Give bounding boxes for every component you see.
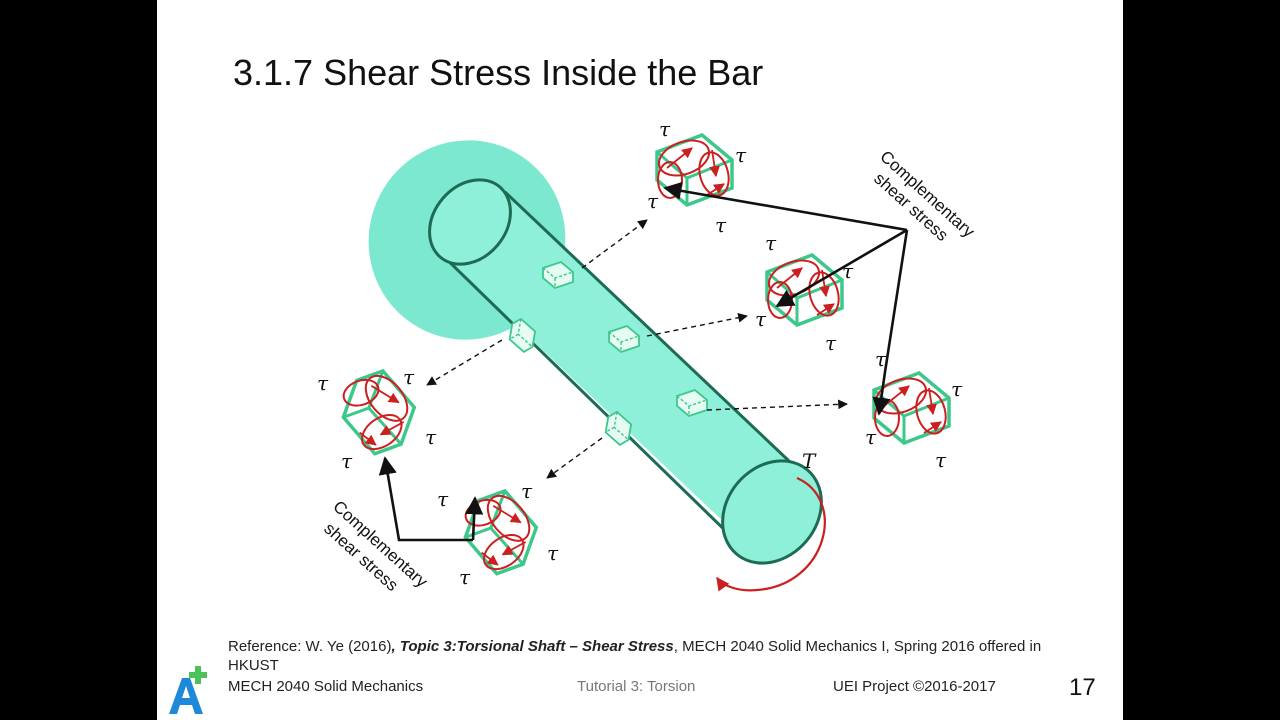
tau-label: τ bbox=[935, 448, 947, 472]
shaft-end-face bbox=[721, 459, 823, 565]
page-number: 17 bbox=[1069, 674, 1096, 701]
tau-label: τ bbox=[755, 307, 767, 331]
reference-suffix: , MECH 2040 Solid Mechanics I, Spring 20… bbox=[228, 638, 1042, 674]
torque-symbol: T bbox=[802, 449, 817, 473]
tau-label: τ bbox=[842, 259, 854, 283]
tau-label: τ bbox=[459, 565, 471, 589]
slide-title: 3.1.7 Shear Stress Inside the Bar bbox=[233, 52, 764, 93]
a-plus-logo-icon bbox=[169, 666, 207, 714]
tau-label: τ bbox=[735, 143, 747, 167]
reference-comma: , bbox=[391, 638, 400, 655]
tau-label: τ bbox=[647, 189, 659, 213]
dashed-arrows bbox=[426, 219, 848, 479]
tau-label: τ bbox=[765, 231, 777, 255]
tau-label: τ bbox=[437, 487, 449, 511]
torsion-diagram: T τ τ τ τ τ τ τ τ τ τ τ τ τ τ τ τ τ τ τ … bbox=[317, 117, 979, 595]
tau-label: τ bbox=[865, 425, 877, 449]
tau-label: τ bbox=[547, 541, 559, 565]
complementary-leader-lines bbox=[378, 181, 909, 542]
tau-label: τ bbox=[521, 479, 533, 503]
tau-label: τ bbox=[715, 213, 727, 237]
torque-arrow bbox=[716, 476, 826, 592]
footer-course: MECH 2040 Solid Mechanics bbox=[228, 678, 424, 695]
tau-label: τ bbox=[425, 425, 437, 449]
shaft bbox=[428, 178, 823, 565]
tau-label: τ bbox=[317, 371, 329, 395]
footer-tutorial: Tutorial 3: Torsion bbox=[577, 678, 696, 695]
slide: 3.1.7 Shear Stress Inside the Bar bbox=[157, 0, 1123, 720]
reference-prefix: Reference: W. Ye (2016) bbox=[228, 638, 392, 655]
tau-label: τ bbox=[403, 365, 415, 389]
tau-label: τ bbox=[659, 117, 671, 141]
reference-citation: Reference: W. Ye (2016), Topic 3:Torsion… bbox=[228, 637, 1058, 675]
tau-labels: τ τ τ τ τ τ τ τ τ τ τ τ τ τ τ τ τ τ τ τ bbox=[317, 117, 963, 589]
tau-label: τ bbox=[341, 449, 353, 473]
tau-label: τ bbox=[951, 377, 963, 401]
footer-project: UEI Project ©2016-2017 bbox=[833, 678, 996, 695]
stress-element-top bbox=[654, 134, 733, 205]
reference-topic: Topic 3:Torsional Shaft – Shear Stress bbox=[399, 638, 674, 655]
tau-label: τ bbox=[875, 347, 887, 371]
tau-label: τ bbox=[825, 331, 837, 355]
